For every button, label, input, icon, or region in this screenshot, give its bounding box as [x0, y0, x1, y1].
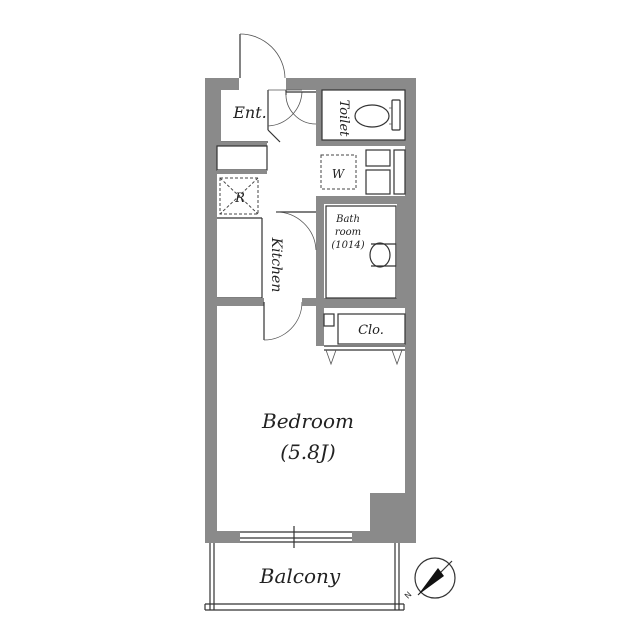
kitchen-label: Kitchen	[268, 237, 284, 293]
bedroom-partition	[217, 298, 324, 341]
compass-north-arrow-icon	[418, 568, 444, 595]
closet-label: Clo.	[358, 323, 384, 338]
toilet-label: Toilet	[336, 100, 351, 137]
washer-label: W	[332, 167, 346, 181]
bathroom	[275, 196, 405, 308]
bedroom-label: Bedroom	[261, 409, 354, 433]
compass	[414, 557, 456, 599]
entrance-door	[239, 33, 287, 95]
left-wall	[205, 78, 217, 543]
toilet-room	[285, 89, 406, 146]
balcony	[204, 543, 405, 611]
washer-space	[320, 149, 406, 195]
bottom-wall-left	[205, 531, 240, 543]
shoe-cabinet	[216, 142, 268, 174]
corner-pillar	[370, 493, 410, 535]
right-wall	[405, 78, 416, 543]
bathroom-label-line1: Bath	[335, 214, 360, 225]
refrigerator-space	[219, 177, 259, 215]
balcony-window	[240, 526, 352, 548]
balcony-label: Balcony	[259, 564, 341, 588]
exterior-walls	[205, 78, 416, 543]
closet	[316, 304, 406, 366]
bathroom-label-line2: room	[335, 227, 361, 238]
compass-north-label: N	[403, 590, 414, 601]
bedroom-size-label: (5.8J)	[280, 440, 335, 464]
entrance-label: Ent.	[232, 103, 267, 122]
bathroom-size-label: (1014)	[331, 240, 364, 251]
kitchen-counter	[217, 217, 263, 299]
refrigerator-label: R	[234, 191, 245, 206]
top-wall-right	[286, 78, 416, 90]
